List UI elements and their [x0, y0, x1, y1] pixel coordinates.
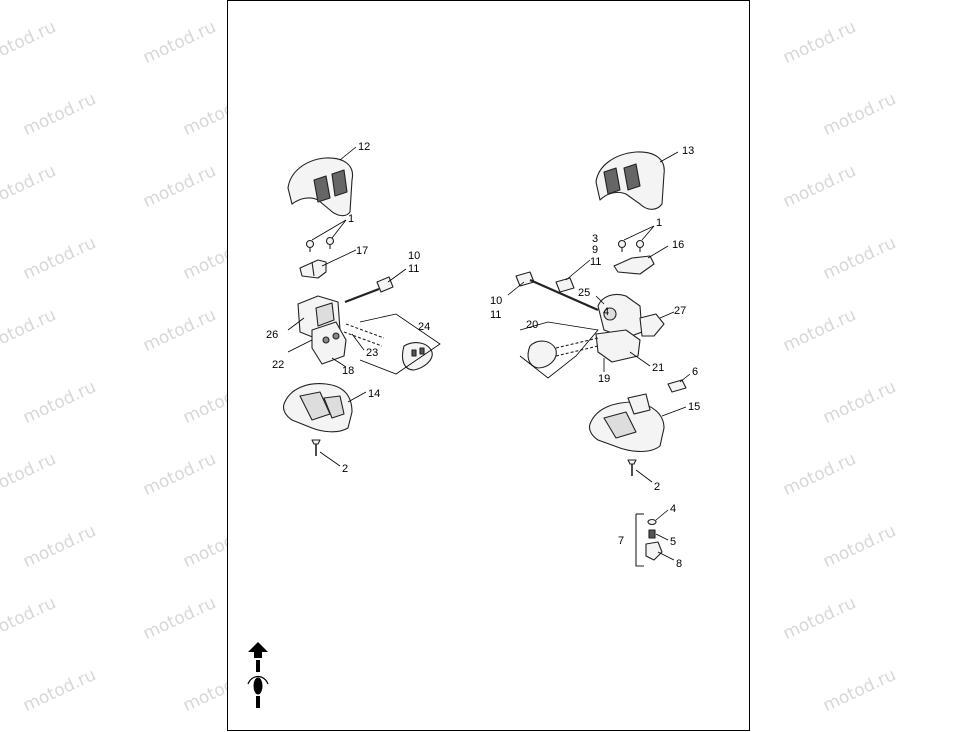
callout-9: 9	[592, 244, 598, 256]
callout-26: 26	[266, 329, 278, 341]
callout-2-left: 2	[342, 463, 348, 475]
callout-12: 12	[358, 141, 370, 153]
callout-1-left: 1	[348, 213, 354, 225]
left-lower-housing	[282, 383, 353, 433]
left-switch-assembly	[297, 295, 347, 365]
callout-23: 23	[366, 347, 378, 359]
left-bracket	[299, 259, 327, 279]
motorcycle-topview-icon	[247, 660, 269, 708]
right-lower-screw	[627, 459, 637, 476]
callout-7: 7	[618, 535, 624, 547]
callout-6: 6	[692, 366, 698, 378]
callout-8: 8	[676, 558, 682, 570]
left-screws	[305, 236, 335, 252]
callout-21: 21	[652, 362, 664, 374]
callout-2-right: 2	[654, 481, 660, 493]
right-bracket	[613, 255, 655, 275]
callout-4-upper: 4	[603, 306, 609, 318]
callout-19: 19	[598, 373, 610, 385]
right-upper-housing	[595, 151, 665, 210]
callout-3: 3	[592, 233, 598, 245]
diagram-frame	[227, 0, 750, 731]
right-button-cap	[527, 337, 599, 369]
right-sub-assembly	[635, 513, 663, 567]
right-lower-housing	[588, 393, 665, 453]
callout-22: 22	[272, 359, 284, 371]
callout-10-right: 10	[490, 295, 502, 307]
left-lower-screw	[311, 439, 321, 456]
callout-4-lower: 4	[670, 503, 676, 515]
right-connector	[515, 271, 599, 312]
callout-15: 15	[688, 401, 700, 413]
front-direction-arrow-icon	[248, 642, 268, 658]
right-screws	[617, 239, 645, 252]
left-upper-housing	[287, 157, 354, 217]
callout-20: 20	[526, 319, 538, 331]
callout-10-left: 10	[408, 250, 420, 262]
callout-1-right: 1	[656, 217, 662, 229]
left-pins	[343, 323, 385, 347]
callout-17: 17	[356, 245, 368, 257]
callout-5: 5	[670, 536, 676, 548]
callout-16: 16	[672, 239, 684, 251]
right-small-part	[667, 379, 687, 393]
callout-labels: 12 1 17 10 11 26 24 22 23 18 14 2 13 3 9…	[266, 141, 700, 570]
right-switch-assembly	[595, 293, 665, 363]
callout-27: 27	[674, 305, 686, 317]
callout-13: 13	[682, 145, 694, 157]
callout-18: 18	[342, 365, 354, 377]
callout-25: 25	[578, 287, 590, 299]
callout-14: 14	[368, 388, 380, 400]
callout-24: 24	[418, 321, 430, 333]
callout-11-right-upper: 11	[590, 256, 601, 268]
left-button-cap	[401, 342, 433, 371]
leader-lines	[287, 146, 691, 561]
callout-11-left: 11	[408, 263, 419, 275]
callout-11-right-lower: 11	[490, 309, 501, 321]
left-connector	[344, 276, 394, 304]
